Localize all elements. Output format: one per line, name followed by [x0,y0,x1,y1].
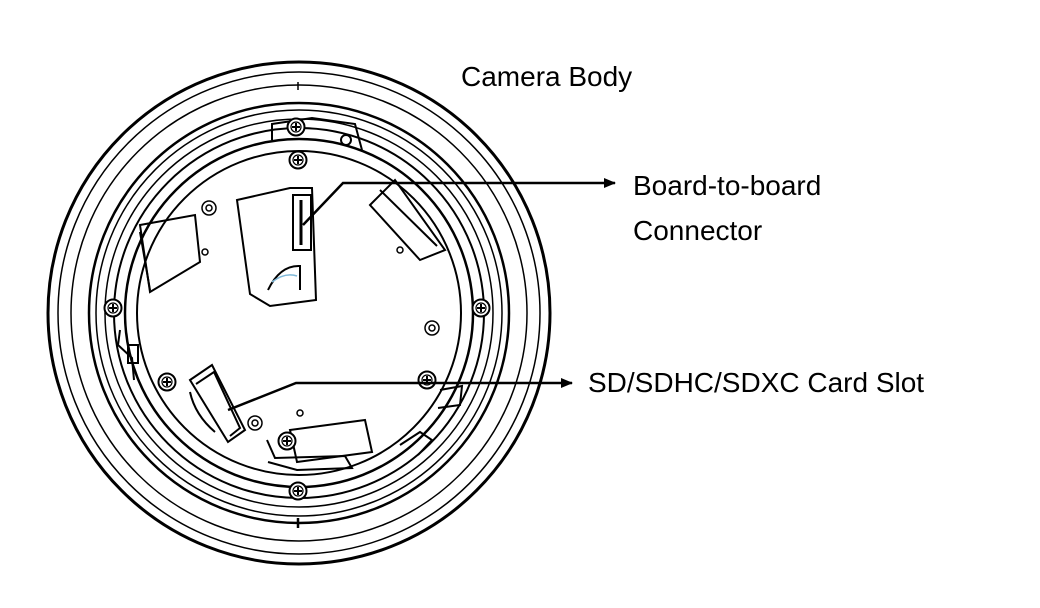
sd-card-slot [188,363,247,444]
connector-label-line2: Connector [633,215,762,246]
screw-icon [417,370,437,390]
screw-icon [103,298,123,318]
sd-slot-arrow-icon [227,378,573,412]
callout-arrows [227,178,616,412]
connector-label-line1: Board-to-board [633,170,821,201]
connector-arrow-icon [302,178,616,226]
board-to-board-connector [235,187,318,308]
screw-icon [288,481,308,501]
camera-body-label: Camera Body [461,61,632,92]
screw-icon [286,117,306,137]
screw-icon [157,372,177,392]
screw-icon [288,150,308,170]
screw-icon [471,298,491,318]
mounting-holes [201,200,440,431]
mounting-tabs [116,116,464,472]
sd-slot-label: SD/SDHC/SDXC Card Slot [588,367,924,398]
screw-icon [277,431,297,451]
